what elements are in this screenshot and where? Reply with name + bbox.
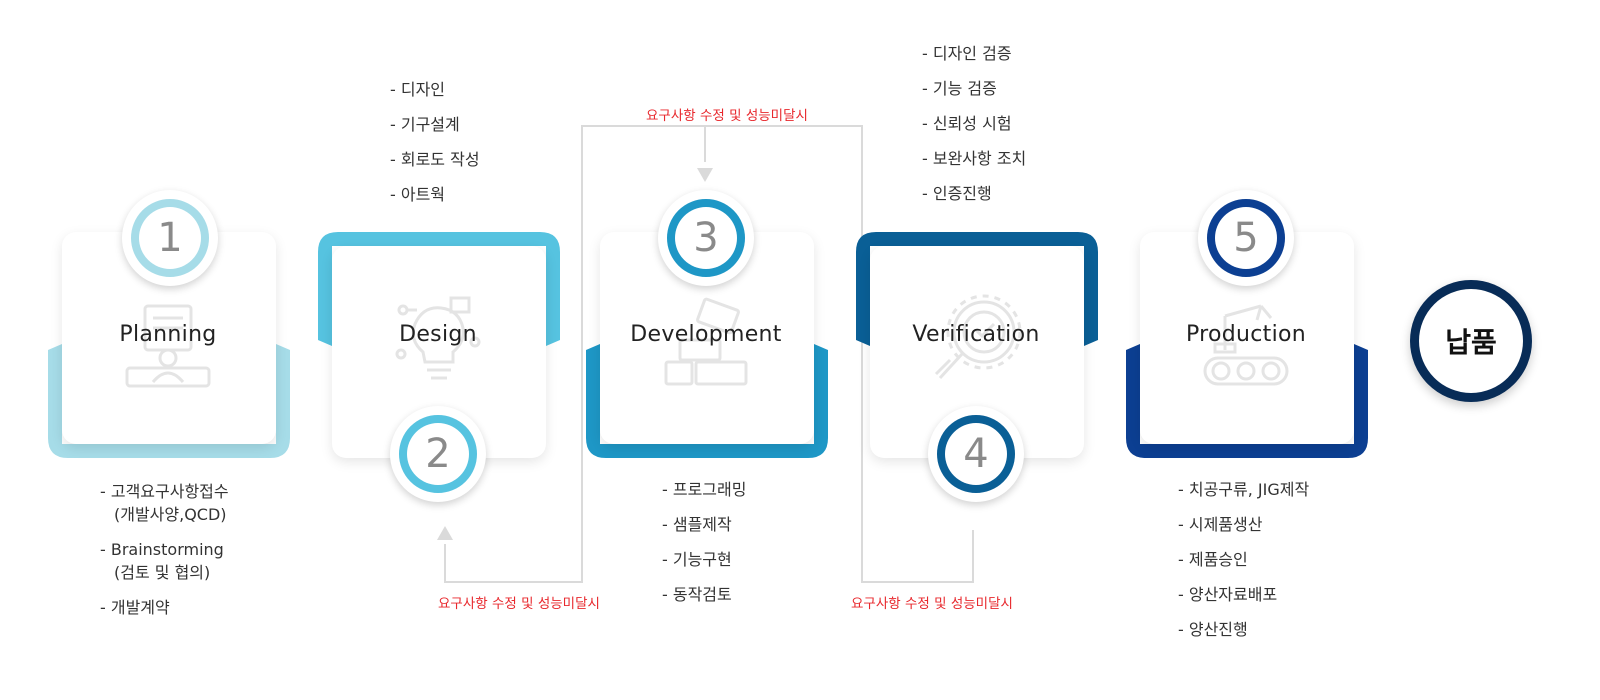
design-details: - 디자인 - 기구설계 - 회로도 작성 - 아트웍 <box>390 78 480 218</box>
production-detail-item: - 양산진행 <box>1178 620 1248 639</box>
step-2-accent-frame <box>318 232 560 346</box>
step-verification: Verification 4 <box>856 232 1098 502</box>
production-detail-item: - 양산자료배포 <box>1178 585 1278 604</box>
planning-detail-subline: (검토 및 협의) <box>114 563 211 582</box>
planning-detail-line: - Brainstorming <box>100 540 224 559</box>
verification-detail-item: - 기능 검증 <box>922 79 997 98</box>
verification-detail-item: - 보완사항 조치 <box>922 149 1027 168</box>
step-1-badge: 1 <box>122 190 218 286</box>
development-detail-item: - 동작검토 <box>662 585 732 604</box>
loop-label-right: 요구사항 수정 및 성능미달시 <box>851 596 1013 612</box>
production-detail-item: - 시제품생산 <box>1178 515 1263 534</box>
loop-label-top: 요구사항 수정 및 성능미달시 <box>646 108 808 124</box>
step-2-number: 2 <box>407 423 469 485</box>
step-4-number: 4 <box>945 423 1007 485</box>
production-details: - 치공구류, JIG제작 - 시제품생산 - 제품승인 - 양산자료배포 - … <box>1178 478 1309 653</box>
planning-detail-item: - Brainstorming (검토 및 협의) <box>100 538 229 584</box>
design-detail-item: - 기구설계 <box>390 115 460 134</box>
step-planning: Planning 1 <box>48 190 290 472</box>
production-detail-item: - 제품승인 <box>1178 550 1248 569</box>
design-detail-item: - 아트웍 <box>390 185 446 204</box>
verification-details: - 디자인 검증 - 기능 검증 - 신뢰성 시험 - 보완사항 조치 - 인증… <box>922 42 1026 217</box>
step-5-title: Production <box>1185 322 1307 347</box>
planning-details: - 고객요구사항접수 (개발사양,QCD) - Brainstorming (검… <box>100 480 229 631</box>
step-2-title: Design <box>399 322 477 347</box>
loop-label-left: 요구사항 수정 및 성능미달시 <box>438 596 600 612</box>
step-1-title: Planning <box>119 322 217 347</box>
development-blocks-icon <box>660 296 752 392</box>
planning-detail-line: - 고객요구사항접수 <box>100 482 229 501</box>
design-lightbulb-circuit-icon <box>395 296 481 392</box>
step-2-badge: 2 <box>390 406 486 502</box>
step-4-title: Verification <box>912 322 1040 347</box>
loop-line-top <box>704 125 974 583</box>
loop-arrow-into-design <box>437 526 453 540</box>
design-detail-item: - 회로도 작성 <box>390 150 480 169</box>
step-5-number: 5 <box>1215 207 1277 269</box>
development-details: - 프로그래밍 - 샘플제작 - 기능구현 - 동작검토 <box>662 478 746 618</box>
planning-detail-subline: (개발사양,QCD) <box>114 505 227 524</box>
step-development: Development 3 <box>586 190 828 472</box>
loop-arrow-into-development <box>697 168 713 182</box>
delivery-badge: 납품 <box>1410 280 1532 402</box>
planning-detail-item: - 개발계약 <box>100 596 229 619</box>
production-robot-arm-icon <box>1201 296 1291 392</box>
development-detail-item: - 샘플제작 <box>662 515 732 534</box>
development-detail-item: - 기능구현 <box>662 550 732 569</box>
step-5-badge: 5 <box>1198 190 1294 286</box>
development-detail-item: - 프로그래밍 <box>662 480 747 499</box>
planning-meeting-icon <box>125 302 211 394</box>
step-3-title: Development <box>630 322 782 347</box>
step-production: Production 5 <box>1126 190 1368 472</box>
step-3-badge: 3 <box>658 190 754 286</box>
step-3-accent-frame <box>586 344 828 458</box>
step-design: Design 2 <box>318 232 560 502</box>
step-3-number: 3 <box>675 207 737 269</box>
planning-detail-line: - 개발계약 <box>100 598 170 617</box>
planning-detail-item: - 고객요구사항접수 (개발사양,QCD) <box>100 480 229 526</box>
verification-detail-item: - 인증진행 <box>922 184 992 203</box>
delivery-label: 납품 <box>1419 289 1523 393</box>
step-4-accent-frame <box>856 232 1098 346</box>
design-detail-item: - 디자인 <box>390 80 446 99</box>
step-1-number: 1 <box>139 207 201 269</box>
production-detail-item: - 치공구류, JIG제작 <box>1178 480 1310 499</box>
verification-magnifier-gear-icon <box>930 294 1022 392</box>
verification-detail-item: - 신뢰성 시험 <box>922 114 1012 133</box>
verification-detail-item: - 디자인 검증 <box>922 44 1012 63</box>
step-4-badge: 4 <box>928 406 1024 502</box>
step-1-accent-frame <box>48 344 290 458</box>
step-5-accent-frame <box>1126 344 1368 458</box>
loop-line-left <box>444 125 705 583</box>
